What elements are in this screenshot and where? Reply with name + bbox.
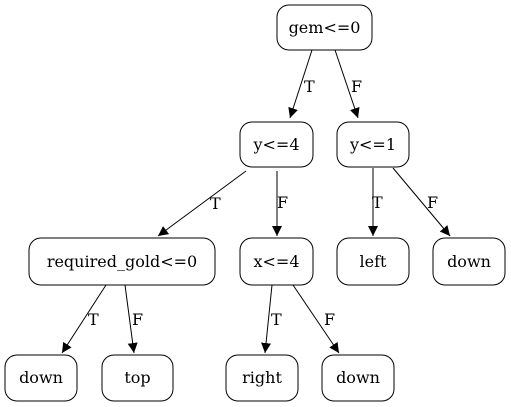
edge-gold-to-down: T	[61, 284, 107, 354]
edge-label-y1-down: F	[427, 193, 438, 212]
edge-label-y1-left: T	[372, 193, 383, 212]
edge-label-gold-top: F	[132, 310, 143, 329]
svg-text:required_gold<=0: required_gold<=0	[47, 252, 197, 271]
svg-text:left: left	[360, 252, 388, 271]
svg-text:top: top	[124, 368, 150, 387]
edge-label-root-y1: F	[351, 77, 362, 96]
node-y-le-1: y<=1	[336, 121, 410, 168]
node-x-le-4: x<=4	[239, 237, 314, 286]
node-leaf-down-middle: down	[321, 354, 395, 402]
svg-text:y<=1: y<=1	[349, 135, 396, 154]
node-leaf-right: right	[225, 354, 299, 402]
edge-root-to-y1: F	[334, 49, 362, 119]
edge-x4-to-down: F	[292, 284, 340, 354]
svg-text:down: down	[447, 252, 491, 271]
svg-text:x<=4: x<=4	[253, 252, 299, 271]
edge-y4-to-gold: T	[157, 170, 247, 237]
node-leaf-left: left	[336, 237, 410, 286]
edge-x4-to-right: T	[261, 284, 282, 354]
svg-text:down: down	[19, 368, 63, 387]
edge-label-y4-gold: T	[210, 194, 221, 213]
svg-text:y<=4: y<=4	[252, 135, 299, 154]
svg-text:gem<=0: gem<=0	[289, 18, 361, 37]
edge-label-x4-down: F	[324, 310, 335, 329]
edge-y1-to-left: T	[368, 168, 383, 236]
node-root-gem: gem<=0	[276, 4, 373, 51]
node-y-le-4: y<=4	[239, 121, 314, 168]
edge-label-root-y4: T	[304, 77, 315, 96]
node-required-gold: required_gold<=0	[28, 237, 216, 286]
edge-label-gold-down: T	[88, 310, 99, 329]
edge-label-y4-x4: F	[277, 193, 288, 212]
edge-y4-to-x4: F	[272, 171, 288, 236]
edge-gold-to-top: F	[124, 284, 143, 354]
node-leaf-down-right: down	[432, 237, 506, 286]
edge-root-to-y4: T	[288, 49, 315, 119]
svg-text:down: down	[336, 368, 380, 387]
svg-text:right: right	[242, 368, 282, 387]
edge-label-x4-right: T	[271, 310, 282, 329]
node-leaf-down-left: down	[4, 354, 78, 402]
node-leaf-top: top	[101, 354, 174, 402]
edge-y1-to-down: F	[392, 167, 451, 237]
